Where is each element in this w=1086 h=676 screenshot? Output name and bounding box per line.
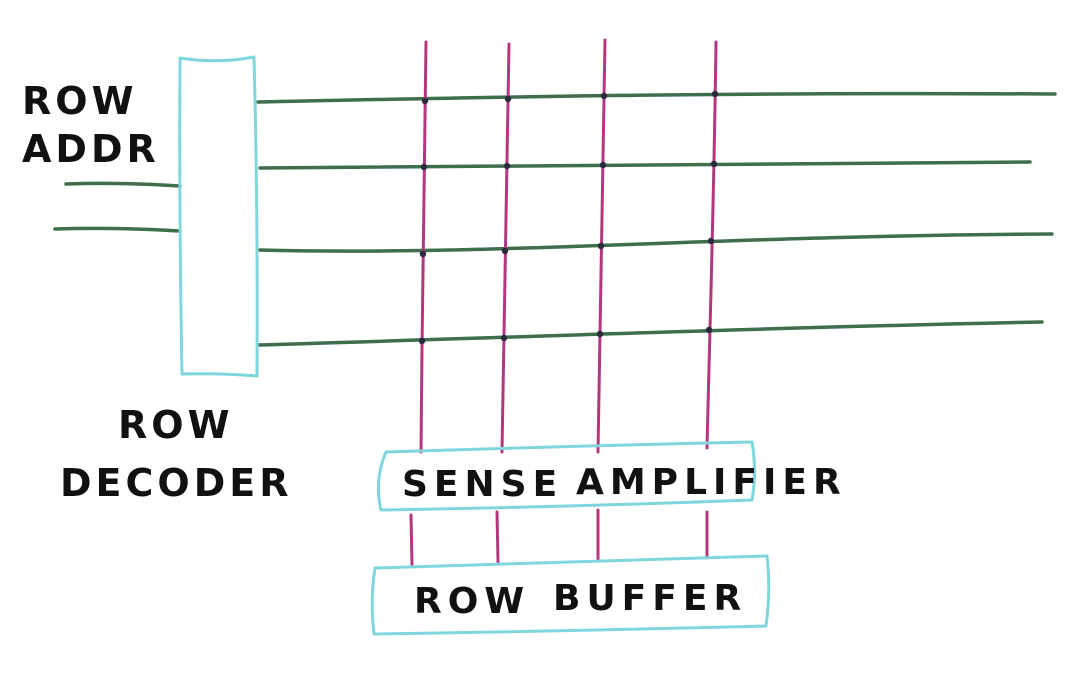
junction (420, 163, 428, 171)
row-decoder-box (178, 55, 259, 378)
word-line-2 (258, 160, 1032, 170)
row-addr-label-line2: ADDR (22, 127, 160, 171)
junction (501, 247, 509, 255)
bit-line-2-lower (495, 510, 500, 564)
junction (504, 95, 512, 103)
junction (705, 326, 713, 334)
junction (711, 90, 719, 98)
sense-amplifier-label-word1: SENSE (402, 464, 563, 505)
address-input-line-2 (53, 226, 182, 233)
junction (500, 334, 508, 342)
junction (503, 162, 511, 170)
cell-junctions (418, 90, 719, 345)
junction (418, 337, 426, 345)
bit-line-2 (500, 42, 511, 454)
bit-line-3 (596, 38, 607, 454)
address-input-lines (53, 181, 182, 233)
row-addr-label-line1: ROW (22, 79, 137, 123)
word-line-3 (258, 232, 1054, 253)
junction (710, 160, 718, 168)
bit-line-1-lower (409, 513, 414, 567)
junction (707, 237, 715, 245)
row-decoder-label-line2: DECODER (60, 461, 292, 505)
word-lines (256, 91, 1057, 347)
word-line-4 (256, 320, 1044, 347)
row-buffer-label-word1: ROW (414, 581, 530, 622)
sense-amplifier-box (376, 440, 756, 512)
bit-line-4 (705, 40, 718, 450)
sense-amplifier-label-word2: AMPLIFIER (576, 462, 847, 503)
junction (600, 92, 608, 100)
junction (597, 242, 605, 250)
junction (596, 330, 604, 338)
address-input-line-1 (64, 181, 182, 188)
row-buffer-box (370, 554, 771, 636)
row-decoder-label-line1: ROW (118, 403, 233, 447)
row-buffer-label-word2: BUFFER (553, 578, 747, 619)
junction (421, 97, 429, 105)
junction (599, 161, 607, 169)
junction (419, 250, 427, 258)
word-line-1 (256, 91, 1057, 104)
